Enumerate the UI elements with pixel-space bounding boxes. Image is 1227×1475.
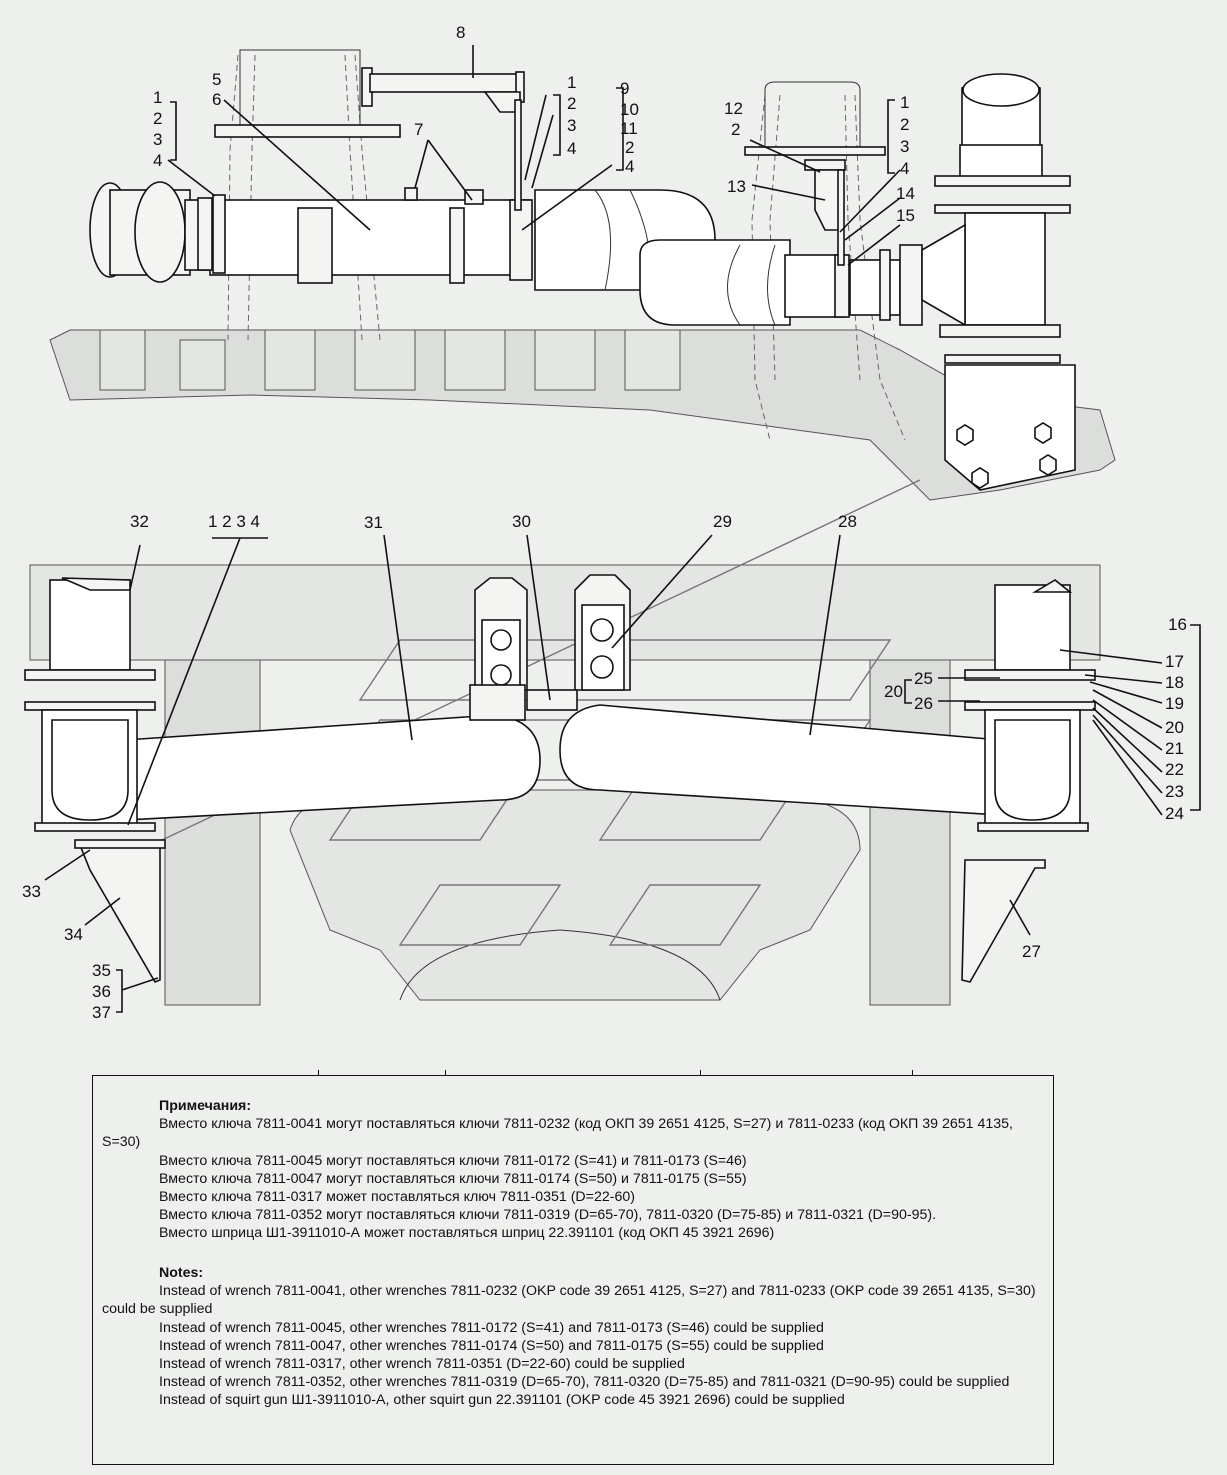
callout-label: 18 [1165,673,1184,692]
callout-label: 23 [1165,782,1184,801]
callout-label: 1 [900,93,909,112]
callout-labels-top: 8 1 2 3 4 5 6 1 2 3 4 7 9 10 11 2 4 12 2… [153,23,915,225]
callout-label: 34 [64,925,83,944]
callout-label: 7 [414,120,423,139]
callout-label: 27 [1022,942,1041,961]
callout-label: 24 [1165,804,1184,823]
frame-rail-left [164,659,261,1006]
frame-tick [912,1070,913,1078]
callout-label: 2 [153,109,162,128]
note-ru-item: Вместо шприца Ш1-3911010-А может поставл… [159,1225,775,1242]
engine-plan-outline [289,789,861,1001]
leader-lines [44,45,1201,1013]
callout-label: 10 [620,100,639,119]
callout-label: 2 [900,115,909,134]
bottom-view [24,479,1101,1006]
turbocharger [89,181,211,283]
notes-ru-heading: Примечания: [159,1098,252,1114]
silencer-left [24,577,166,983]
note-en-item: Instead of wrench 7811-0041, other wrenc… [102,1283,1036,1318]
silencer-vertical [921,73,1076,491]
callout-label: 25 [914,669,933,688]
callout-label: 13 [727,177,746,196]
flywheel-arc [399,929,721,1001]
callout-label: 2 [625,138,634,157]
callout-label: 19 [1165,694,1184,713]
top-view [49,49,1116,501]
note-ru-item: Вместо ключа 7811-0045 могут поставлятьс… [159,1152,747,1169]
callout-label: 31 [364,513,383,532]
callout-label: 8 [456,23,465,42]
callout-label: 21 [1165,739,1184,758]
callout-label: 11 [620,119,638,138]
callout-label: 17 [1165,652,1184,671]
callout-label: 1 2 3 4 [208,512,260,531]
exhaust-pipe-28 [559,704,1001,816]
callout-label: 5 [212,70,221,89]
callout-label: 2 [567,94,576,113]
callout-label: 33 [22,882,41,901]
note-en-item: Instead of wrench 7811-0352, other wrenc… [159,1374,1010,1391]
turbo-housings [469,574,631,721]
callout-label: 20 [1165,718,1184,737]
callout-label: 6 [212,90,221,109]
exhaust-system-assembly-drawing: 8 1 2 3 4 5 6 1 2 3 4 7 9 10 11 2 4 12 2… [22,23,1201,1022]
chassis-frame-band [29,564,1101,661]
note-en-item: Instead of wrench 7811-0045, other wrenc… [159,1319,824,1336]
note-ru-item: Вместо ключа 7811-0047 могут поставлятьс… [159,1170,747,1187]
frame-rail-right [869,659,951,1006]
callout-label: 35 [92,961,111,980]
note-en-item: Instead of wrench 7811-0317, other wrenc… [159,1356,685,1373]
callout-label: 20 [884,682,903,701]
frame-tick [445,1070,446,1078]
callout-label: 9 [620,79,629,98]
silencer-right [961,579,1096,983]
callout-label: 37 [92,1003,111,1022]
engine-block-outline [49,329,1116,501]
note-ru-item: Вместо ключа 7811-0352 могут поставлятьс… [159,1207,937,1224]
engine-cylinder-heads [99,329,681,391]
callout-label: 4 [567,139,576,158]
callout-label: 1 [153,88,162,107]
callout-label: 4 [153,151,162,170]
frame-tick [318,1070,319,1078]
frame-dashed-left [227,54,381,341]
notes-english: Notes: Instead of wrench 7811-0041, othe… [102,1264,1047,1410]
exhaust-elbows [534,189,791,326]
bracket-8 [361,67,525,211]
notes-russian: Примечания: Вместо ключа 7811-0041 могут… [102,1097,1047,1243]
callout-label: 4 [900,159,909,178]
notes-frame [92,1075,1054,1465]
callout-label: 2 [731,120,740,139]
note-en-item: Instead of squirt gun Ш1-3911010-А, othe… [159,1392,845,1409]
callout-label: 22 [1165,760,1184,779]
extra-callouts: 1 2 3 4 [0,0,1227,300]
callout-label: 1 [567,73,576,92]
callout-label: 26 [914,694,933,713]
callout-label: 30 [512,512,531,531]
callout-label: 28 [838,512,857,531]
callout-label: 15 [896,206,915,225]
callout-label: 12 [724,99,743,118]
notes-en-heading: Notes: [159,1265,204,1281]
note-en-item: Instead of wrench 7811-0047, other wrenc… [159,1337,824,1354]
callout-label: 16 [1168,615,1187,634]
frame-post-right [764,81,861,150]
note-ru-item: Вместо ключа 7811-0041 могут поставлятьс… [102,1116,1013,1151]
callout-label: 3 [153,130,162,149]
callout-label: 36 [92,982,111,1001]
callout-label: 4 [625,157,634,176]
bellows-coupling [784,244,923,326]
frame-tick [700,1070,701,1078]
callout-label: 3 [567,116,576,135]
callout-label: 3 [900,137,909,156]
callout-labels-bottom: 32 1 2 3 4 31 30 29 28 16 17 18 19 20 21… [22,512,1187,1022]
callout-label: 29 [713,512,732,531]
exhaust-pipe-6 [197,187,533,284]
note-ru-item: Вместо ключа 7811-0317 может поставлятьс… [159,1189,635,1206]
callout-label: 14 [896,184,915,203]
callout-label: 32 [130,512,149,531]
frame-crossbar-right [744,146,886,156]
